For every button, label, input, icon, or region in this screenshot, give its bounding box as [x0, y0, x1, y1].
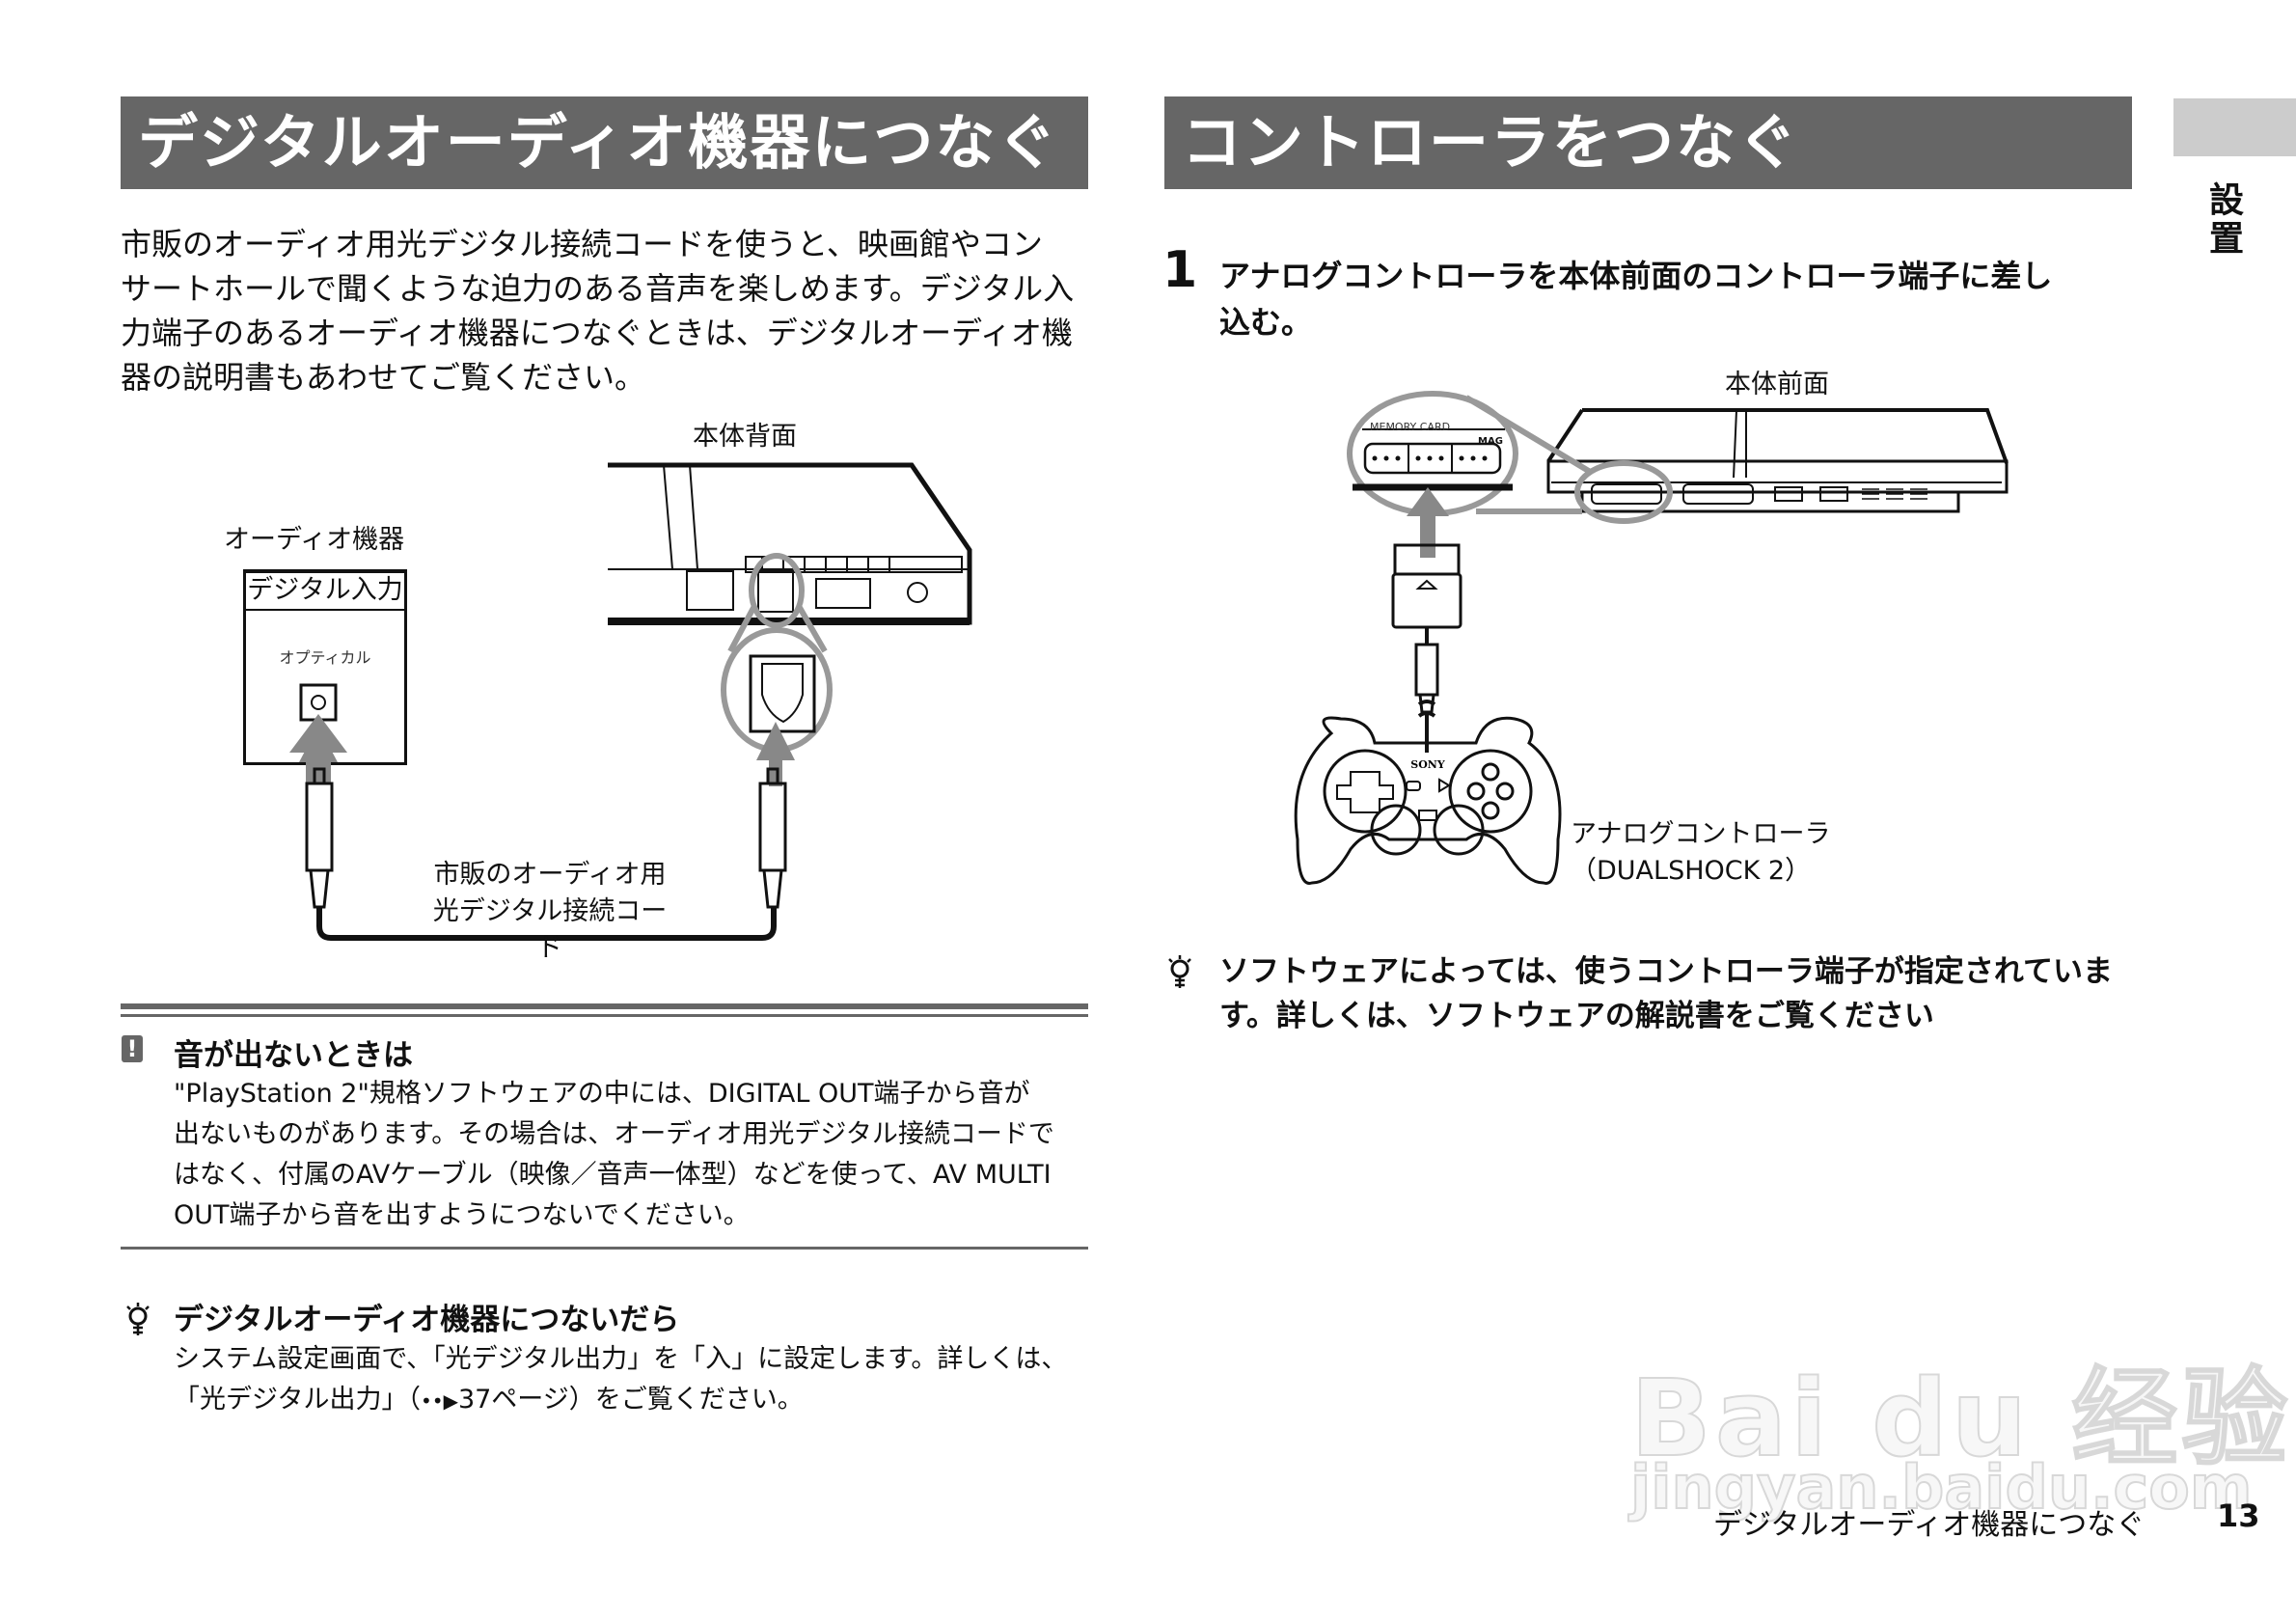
page-number: 13: [2217, 1497, 2260, 1534]
page-reference-arrow-icon: ••▶: [420, 1389, 458, 1413]
controller-label-line: アナログコントローラ: [1571, 819, 1831, 849]
footer-section-title: デジタルオーディオ機器につなぐ: [1713, 1508, 2146, 1542]
step-number: 1: [1162, 241, 1198, 299]
hint-body: システム設定画面で、「光デジタル出力」を「入」に設定します。詳しくは、 「光デジ…: [174, 1339, 1100, 1421]
hint-text: 「光デジタル出力」（: [174, 1385, 421, 1415]
caution-line: はなく、付属のAVケーブル（映像／音声一体型）などを使って、AV MULTI: [174, 1160, 1052, 1190]
caution-line: OUT端子から音を出すようにつないでください。: [174, 1200, 750, 1230]
controller-label-line: （DUALSHOCK 2）: [1571, 856, 1812, 886]
memory-card-label: MEMORY CARD: [1370, 421, 1451, 433]
console-rear-label: 本体背面: [693, 422, 797, 452]
console-front-icon: [1546, 408, 2009, 513]
lightbulb-icon: [1168, 955, 1191, 988]
chapter-label: 設置: [2203, 181, 2243, 259]
insert-arrow-icon: [1407, 487, 1449, 558]
optical-cable-icon: [305, 767, 787, 941]
section-title-digital-audio: デジタルオーディオ機器につなぐ: [121, 96, 1088, 189]
controller-brand: SONY: [1410, 758, 1445, 771]
intro-line: 市販のオーディオ用光デジタル接続コードを使うと、映画館やコン: [121, 226, 1043, 262]
caution-line: "PlayStation 2"規格ソフトウェアの中には、DIGITAL OUT端…: [174, 1079, 1030, 1109]
optical-port-zoom-icon: [749, 654, 816, 733]
cable-label-line: 光デジタル接続コード: [432, 896, 668, 963]
caution-rule-bottom: [121, 1247, 1088, 1250]
step-line: アナログコントローラを本体前面のコントローラ端子に差し: [1219, 258, 2053, 294]
hint-line: システム設定画面で、「光デジタル出力」を「入」に設定します。詳しくは、: [174, 1344, 1068, 1374]
exclamation-icon: !: [122, 1035, 143, 1062]
memory-card-slot-zoom: [1353, 428, 1513, 491]
caution-body: "PlayStation 2"規格ソフトウェアの中には、DIGITAL OUT端…: [174, 1074, 1100, 1236]
caution-line: 出ないものがあります。その場合は、オーディオ用光デジタル接続コードで: [174, 1119, 1054, 1149]
section-title-text: コントローラをつなぐ: [1182, 107, 1800, 178]
intro-line: サートホールで聞くような迫力のある音声を楽しめます。デジタル入: [121, 270, 1075, 307]
caution-rule-top: [121, 1003, 1088, 1009]
console-front-label: 本体前面: [1725, 370, 1829, 399]
section-title-text: デジタルオーディオ機器につなぐ: [138, 107, 1059, 178]
caution-rule-top-thin: [121, 1014, 1088, 1017]
page-reference-link: 37ページ）をご覧ください。: [457, 1385, 804, 1415]
baidu-watermark-url: jingyan.baidu.com: [1629, 1451, 2253, 1524]
dualshock-controller-icon: [1294, 716, 1562, 885]
controller-label: アナログコントローラ （DUALSHOCK 2）: [1571, 816, 1830, 890]
caution-heading: 音が出ないときは: [174, 1038, 413, 1073]
intro-paragraph: 市販のオーディオ用光デジタル接続コードを使うと、映画館やコン サートホールで聞く…: [121, 222, 1095, 399]
audio-device-label: オーディオ機器: [224, 525, 405, 555]
hint-line: ソフトウェアによっては、使うコントローラ端子が指定されていま: [1219, 954, 2113, 989]
section-title-controller: コントローラをつなぐ: [1164, 96, 2132, 189]
digital-input-label: デジタル入力: [246, 573, 404, 611]
cable-label-line: 市販のオーディオ用: [433, 860, 667, 890]
hint-heading: デジタルオーディオ機器につないだら: [174, 1303, 680, 1337]
step-line: 込む。: [1219, 304, 1313, 341]
cable-label: 市販のオーディオ用 光デジタル接続コード: [424, 857, 675, 967]
baidu-watermark: Bai du 经验: [1629, 1356, 2292, 1481]
optical-label: オプティカル: [279, 648, 371, 667]
intro-line: 力端子のあるオーディオ機器につなぐときは、デジタルオーディオ機: [121, 315, 1073, 351]
hint-line: 「光デジタル出力」（••▶37ページ）をご覧ください。: [174, 1380, 1100, 1421]
mag-label: MAG: [1478, 436, 1503, 447]
intro-line: 器の説明書もあわせてご覧ください。: [121, 359, 646, 396]
controller-hint: ソフトウェアによっては、使うコントローラ端子が指定されていま す。詳しくは、ソフ…: [1219, 949, 2146, 1038]
chapter-tab: [2173, 98, 2296, 156]
lightbulb-icon: [126, 1303, 150, 1335]
controller-connector-icon: [1391, 543, 1462, 753]
hint-line: す。詳しくは、ソフトウェアの解説書をご覧ください: [1219, 999, 1934, 1033]
step-instruction: アナログコントローラを本体前面のコントローラ端子に差し 込む。: [1219, 253, 2146, 345]
